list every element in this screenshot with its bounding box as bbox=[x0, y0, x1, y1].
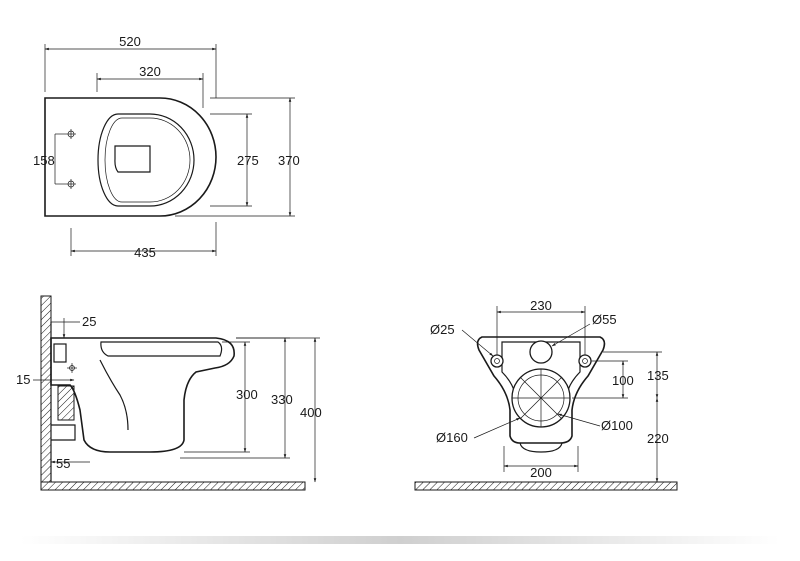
top-view-bowl bbox=[97, 113, 195, 207]
rear-view-fixing-hole-left bbox=[490, 354, 504, 368]
rear-view-outlet bbox=[511, 368, 571, 428]
dim-side-outlet-height: 15 bbox=[16, 372, 30, 387]
dim-rear-fixing-height-offset: 135 bbox=[647, 368, 669, 383]
rear-view-fixing-hole-right bbox=[578, 354, 592, 368]
dim-side-rim-height: 330 bbox=[271, 392, 293, 407]
side-view-inlet bbox=[53, 343, 67, 363]
side-view-bowl bbox=[99, 359, 129, 431]
side-view-floor bbox=[40, 481, 306, 491]
dim-top-fixing-spacing: 158 bbox=[33, 153, 55, 168]
rear-view-inlet bbox=[529, 340, 553, 364]
dim-rear-outlet-diameter-outer: Ø160 bbox=[436, 430, 468, 445]
dim-rear-inlet-offset: 100 bbox=[612, 373, 634, 388]
dim-rear-fixing-hole-diameter: Ø25 bbox=[430, 322, 455, 337]
top-view-outline bbox=[44, 97, 217, 217]
rear-view: 230 Ø55 Ø25 100 135 Ø100 Ø160 220 200 bbox=[414, 298, 678, 491]
fixing-hole-upper bbox=[66, 129, 76, 139]
dim-side-outlet-offset: 55 bbox=[56, 456, 70, 471]
dim-top-bowl-width: 275 bbox=[237, 153, 259, 168]
side-view-frame bbox=[57, 385, 75, 421]
side-view: 25 15 55 300 330 400 bbox=[16, 295, 322, 491]
dim-side-rim-height-inner: 300 bbox=[236, 387, 258, 402]
dim-top-total-width: 370 bbox=[278, 153, 300, 168]
dim-top-base-length: 435 bbox=[134, 245, 156, 260]
side-view-outlet-marker bbox=[67, 363, 77, 373]
dim-rear-inlet-diameter: Ø55 bbox=[592, 312, 617, 327]
fixing-hole-lower bbox=[66, 179, 76, 189]
side-view-rim bbox=[100, 341, 223, 357]
rear-view-outline bbox=[476, 336, 606, 444]
side-view-body bbox=[50, 337, 235, 453]
side-view-wall bbox=[40, 295, 52, 483]
dim-top-inner-length: 320 bbox=[139, 64, 161, 79]
dim-side-wall-offset: 25 bbox=[82, 314, 96, 329]
dim-rear-outlet-height: 220 bbox=[647, 431, 669, 446]
bottom-shadow bbox=[20, 536, 780, 544]
dim-rear-fixing-spacing: 230 bbox=[530, 298, 552, 313]
top-view: 520 320 158 275 370 435 bbox=[33, 34, 300, 260]
dim-rear-base-width: 200 bbox=[530, 465, 552, 480]
rear-view-floor bbox=[414, 481, 678, 491]
dim-rear-outlet-diameter-inner: Ø100 bbox=[601, 418, 633, 433]
top-view-outlet bbox=[114, 145, 151, 173]
dim-side-total-height: 400 bbox=[300, 405, 322, 420]
top-view-bowl-inner bbox=[104, 117, 191, 203]
dim-top-total-length: 520 bbox=[119, 34, 141, 49]
